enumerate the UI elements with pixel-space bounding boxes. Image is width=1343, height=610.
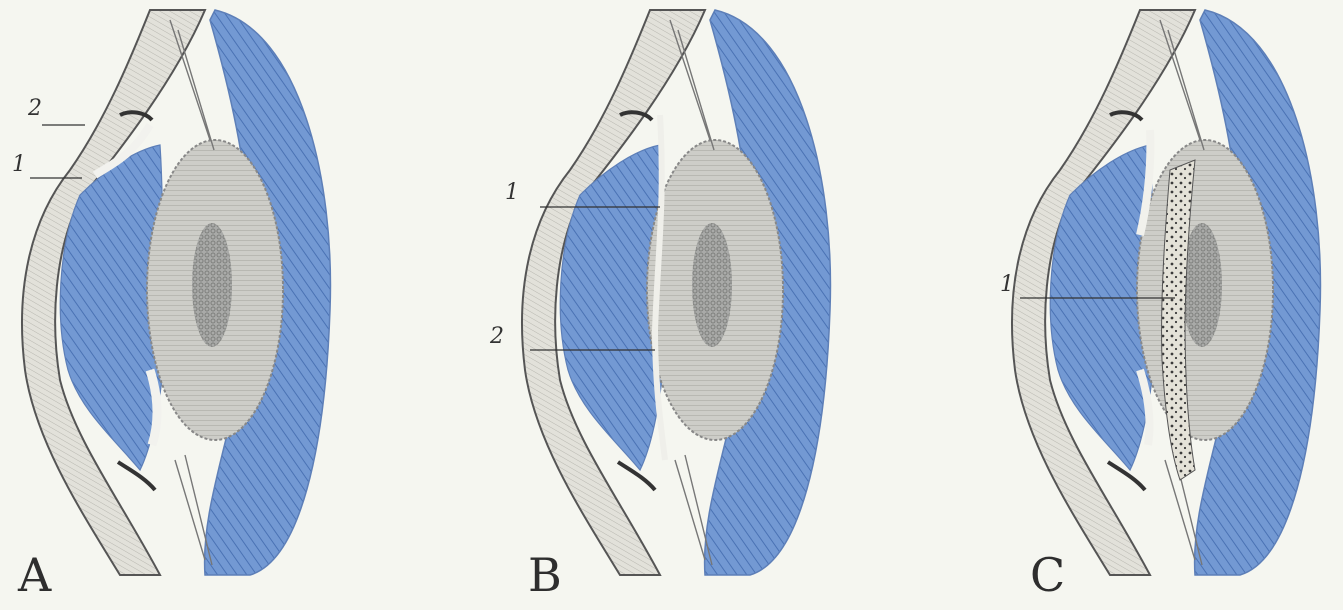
- panel-a-label-1: 1: [12, 152, 26, 177]
- panel-letter-a: A: [18, 548, 51, 602]
- panel-a-label-2: 2: [28, 96, 42, 121]
- panel-letter-c: C: [1030, 548, 1065, 602]
- panel-b-label-1: 1: [505, 180, 519, 205]
- panel-letter-b: B: [528, 548, 562, 602]
- panel-c-label-1: 1: [1000, 272, 1014, 297]
- panel-c-eye: [1012, 10, 1320, 575]
- panel-b-label-2: 2: [490, 324, 504, 349]
- panel-a-eye: [22, 10, 330, 575]
- panel-b-eye: [522, 10, 830, 575]
